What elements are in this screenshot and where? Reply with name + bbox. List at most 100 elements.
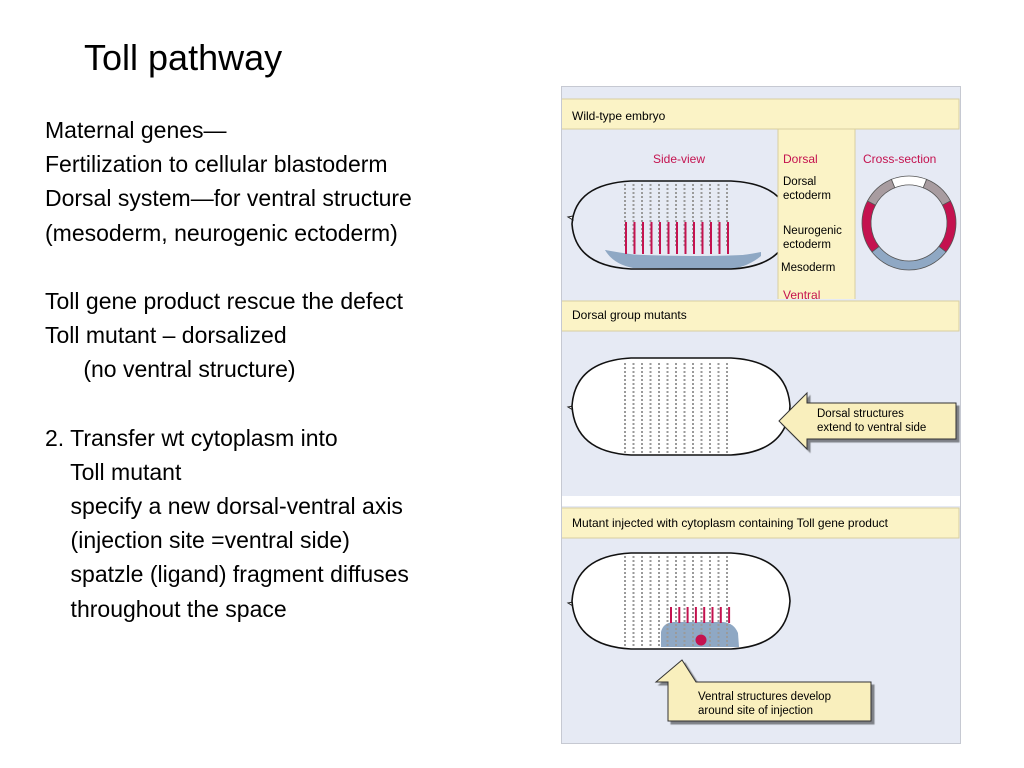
dot	[666, 212, 669, 214]
dot	[717, 620, 720, 622]
dot	[683, 592, 686, 594]
dot	[641, 616, 643, 618]
dot	[624, 439, 626, 441]
dot	[649, 447, 652, 449]
dot	[692, 391, 694, 393]
dot	[675, 560, 677, 562]
dot	[624, 564, 626, 566]
dot	[675, 451, 677, 453]
dot	[692, 383, 694, 385]
dot	[700, 584, 703, 586]
dot	[692, 367, 694, 369]
dot	[675, 580, 677, 582]
dot	[717, 427, 720, 429]
dot	[675, 447, 677, 449]
dot	[692, 620, 694, 622]
dot	[683, 407, 686, 409]
dot	[649, 604, 652, 606]
dot	[649, 391, 652, 393]
dot	[683, 419, 686, 421]
dot	[624, 600, 626, 602]
dot	[624, 379, 626, 381]
dot	[641, 560, 643, 562]
dot	[624, 636, 626, 638]
body-line: (mesoderm, neurogenic ectoderm)	[45, 219, 398, 246]
dot	[658, 196, 660, 198]
dot	[709, 624, 711, 626]
dot	[641, 608, 643, 610]
body-line: Toll gene product rescue the defect	[45, 287, 404, 314]
dot	[649, 192, 652, 194]
dot	[641, 184, 643, 186]
dot	[649, 220, 652, 222]
dot	[666, 411, 669, 413]
body-line: (injection site =ventral side)	[45, 527, 350, 554]
dot	[709, 580, 711, 582]
dot	[666, 600, 669, 602]
dot	[641, 200, 643, 202]
dot	[624, 596, 626, 598]
dot	[700, 423, 703, 425]
dot	[692, 636, 694, 638]
dot	[649, 616, 652, 618]
dot	[675, 192, 677, 194]
dot	[726, 443, 728, 445]
dot	[666, 375, 669, 377]
dot	[700, 596, 703, 598]
slide-body: Maternal genes— Fertilization to cellula…	[45, 113, 412, 626]
dot	[700, 391, 703, 393]
dot	[692, 596, 694, 598]
dot	[624, 576, 626, 578]
dot	[683, 212, 686, 214]
dot	[692, 399, 694, 401]
wildtype-side-view	[566, 180, 791, 270]
dot	[658, 435, 660, 437]
dot	[675, 576, 677, 578]
dot	[709, 427, 711, 429]
dot	[709, 363, 711, 365]
dot	[649, 415, 652, 417]
dot	[726, 403, 728, 405]
dot	[709, 584, 711, 586]
dot	[666, 208, 669, 210]
dot	[675, 439, 677, 441]
dot	[632, 435, 635, 437]
dot	[641, 439, 643, 441]
dot	[624, 184, 626, 186]
dot	[649, 556, 652, 558]
dot	[666, 588, 669, 590]
dot	[649, 371, 652, 373]
dot	[683, 608, 686, 610]
dot	[692, 439, 694, 441]
dot	[658, 419, 660, 421]
dot	[632, 447, 635, 449]
dot	[726, 387, 728, 389]
dot	[717, 604, 720, 606]
dot	[709, 443, 711, 445]
dot	[624, 216, 626, 218]
dot	[675, 367, 677, 369]
dot	[683, 451, 686, 453]
dot	[666, 391, 669, 393]
dot	[683, 447, 686, 449]
ventral-callout-text: Ventral structures develop	[698, 691, 831, 703]
dot	[726, 419, 728, 421]
dot	[709, 604, 711, 606]
dot	[632, 443, 635, 445]
dot	[700, 620, 703, 622]
dot	[692, 564, 694, 566]
dot	[675, 584, 677, 586]
dot	[632, 387, 635, 389]
dot	[649, 624, 652, 626]
dot	[726, 568, 728, 570]
dot	[675, 568, 677, 570]
dot	[624, 624, 626, 626]
dot	[632, 192, 635, 194]
dot	[709, 576, 711, 578]
dot	[700, 415, 703, 417]
dot	[666, 451, 669, 453]
dot	[641, 220, 643, 222]
dot	[649, 423, 652, 425]
dot	[632, 556, 635, 558]
dot	[624, 196, 626, 198]
